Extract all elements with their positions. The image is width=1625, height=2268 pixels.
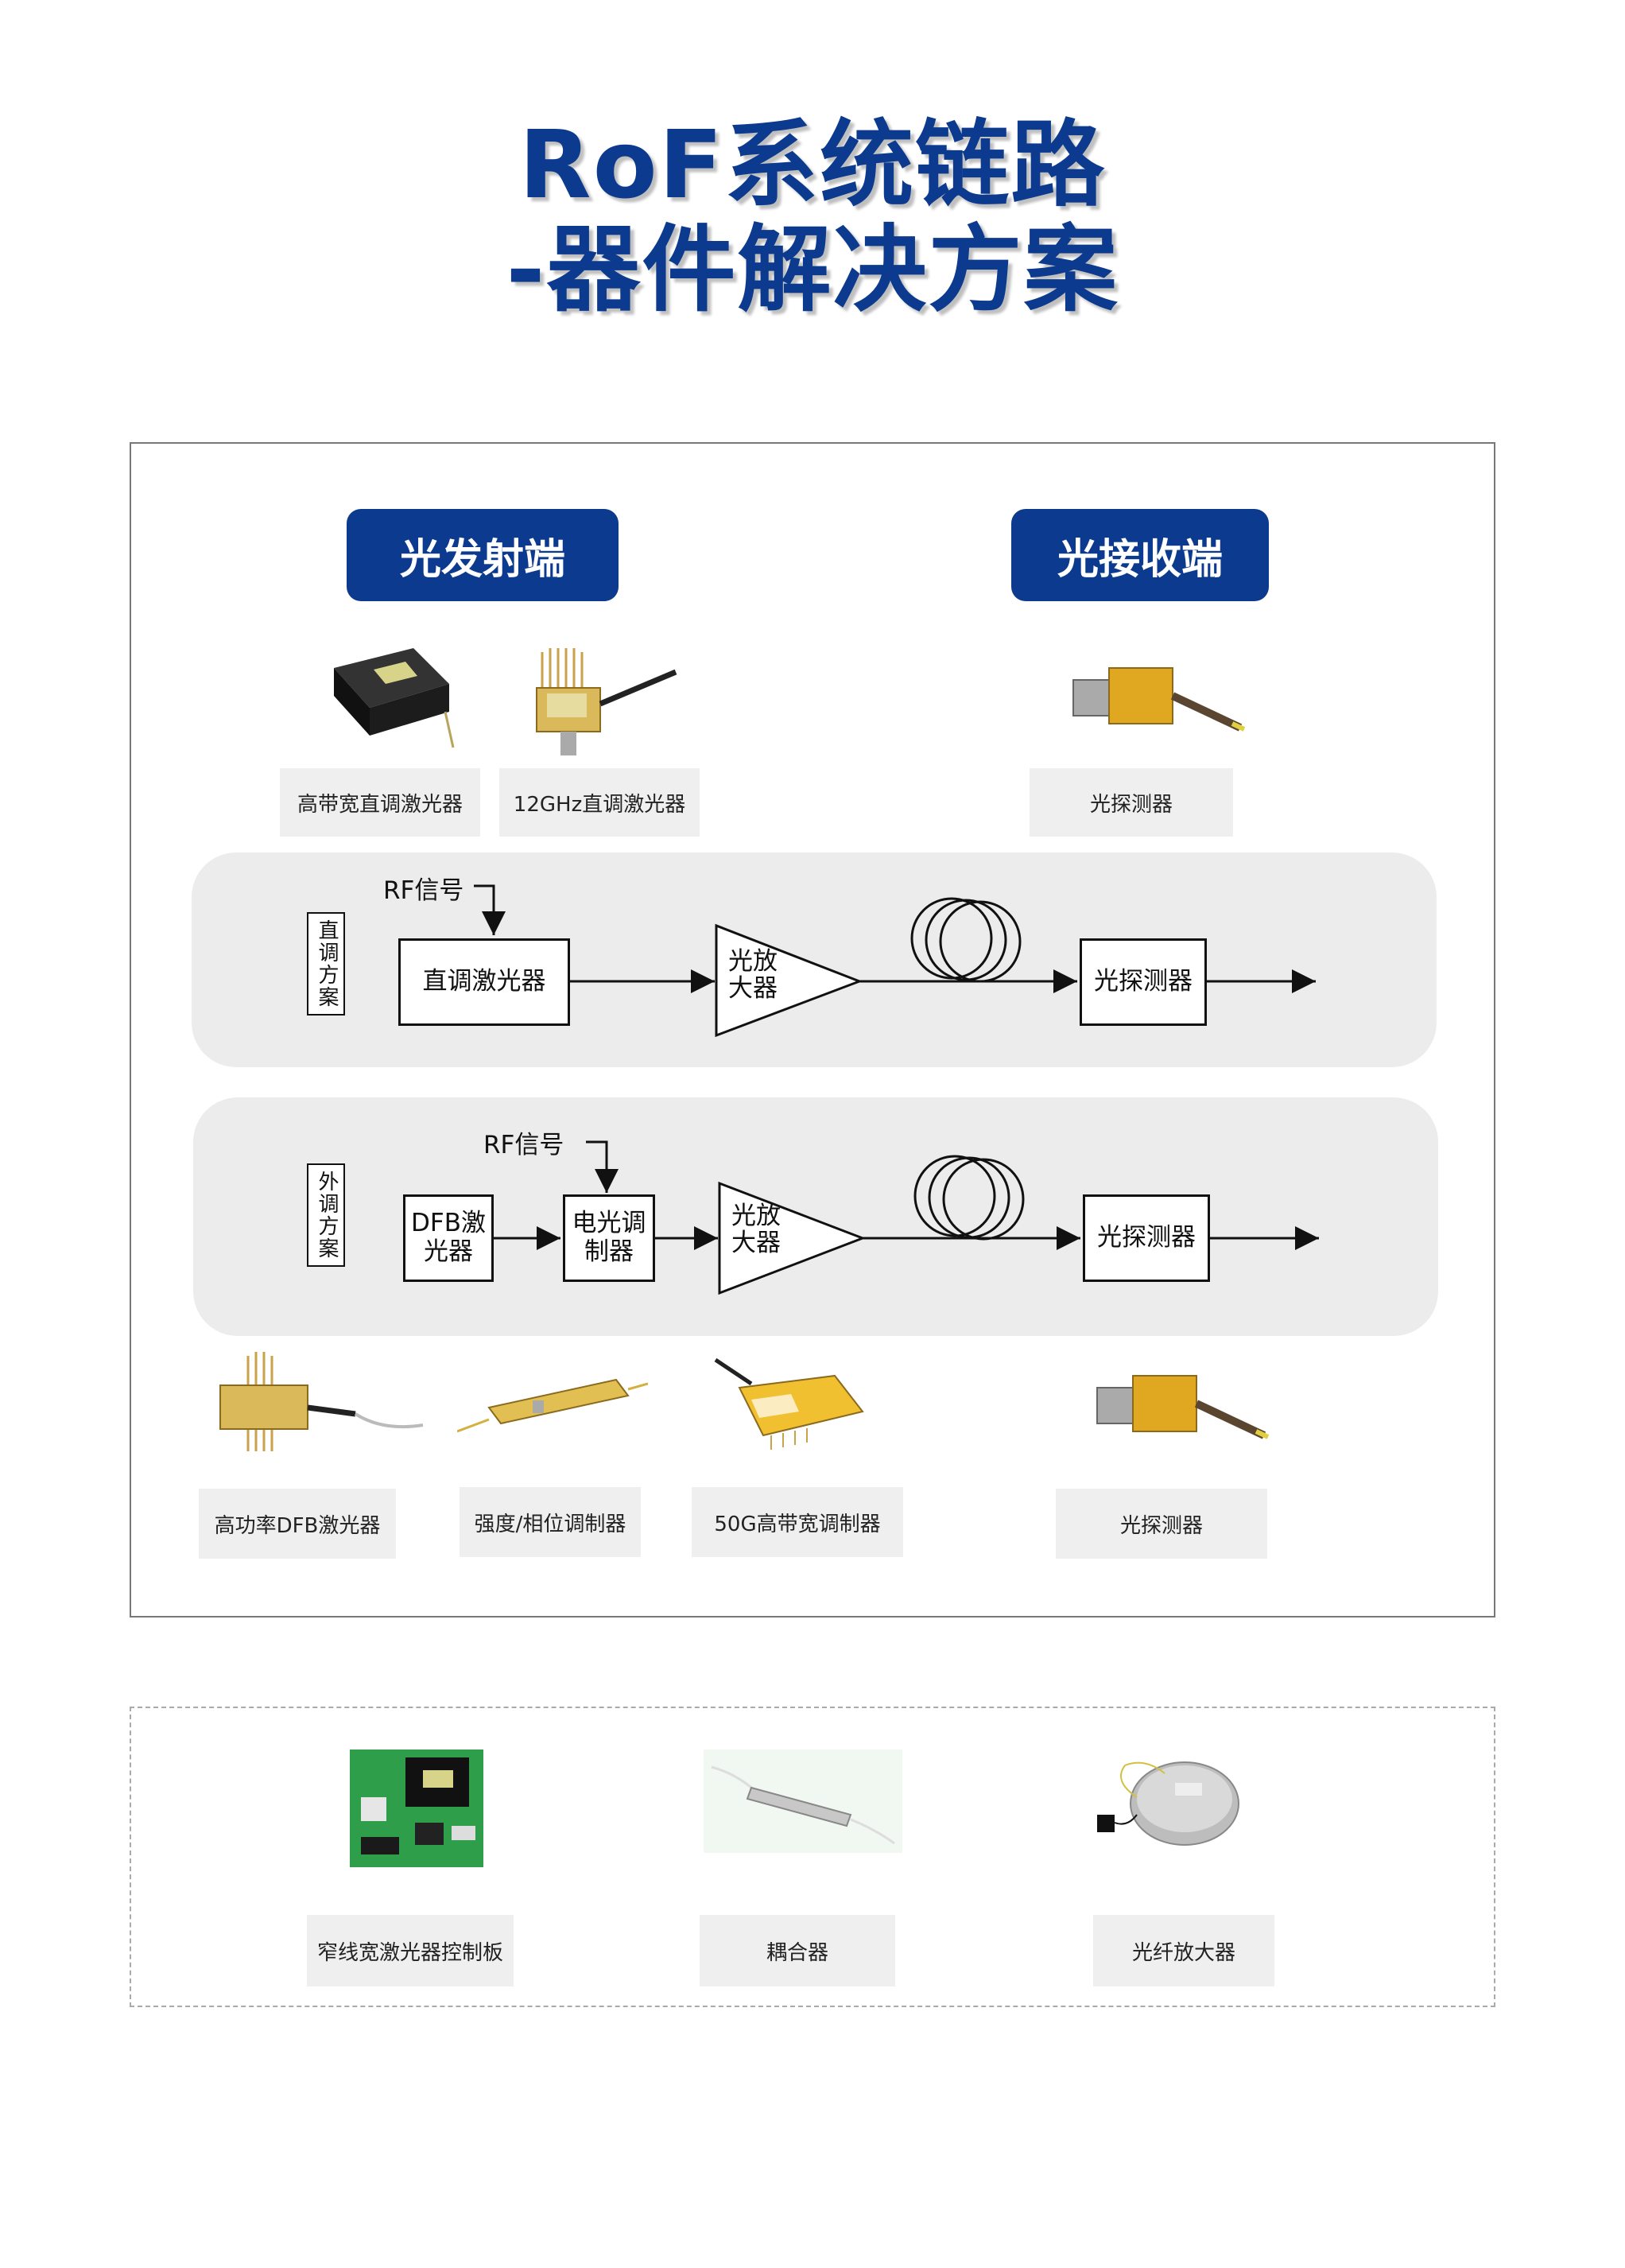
product-caption: 50G高带宽调制器 bbox=[692, 1487, 903, 1557]
rf-signal-label: RF信号 bbox=[383, 876, 464, 905]
12ghz-laser-image bbox=[536, 648, 677, 755]
amplifier-label: 光放 大器 bbox=[728, 947, 778, 1004]
amplifier-triangle bbox=[718, 1181, 867, 1295]
product-caption: 高功率DFB激光器 bbox=[199, 1489, 396, 1559]
rf-signal-label: RF信号 bbox=[483, 1131, 564, 1159]
fiber-coil-icon bbox=[910, 897, 1022, 983]
high-bandwidth-laser-image bbox=[334, 648, 455, 748]
external-scheme-label: 外调方案 bbox=[307, 1163, 345, 1267]
fiber-coil-icon bbox=[913, 1155, 1025, 1241]
photodetector-image-top bbox=[1072, 667, 1246, 732]
receive-section-header: 光接收端 bbox=[1011, 509, 1269, 601]
photodetector-image-bottom bbox=[1096, 1375, 1270, 1439]
main-frame bbox=[130, 442, 1495, 1618]
direct-scheme-label: 直调方案 bbox=[307, 912, 345, 1016]
title-line-2: -器件解决方案 bbox=[506, 215, 1119, 324]
direct-laser-box: 直调激光器 bbox=[398, 938, 570, 1026]
laser-control-board-image bbox=[350, 1750, 483, 1867]
dfb-laser-box: DFB激 光器 bbox=[403, 1194, 494, 1282]
transmit-section-header: 光发射端 bbox=[347, 509, 619, 601]
product-caption: 光探测器 bbox=[1030, 768, 1233, 837]
photodetector-box: 光探测器 bbox=[1083, 1194, 1210, 1282]
accessory-caption: 窄线宽激光器控制板 bbox=[307, 1915, 514, 1986]
product-caption: 高带宽直调激光器 bbox=[280, 768, 480, 837]
title-line-1: RoF系统链路 bbox=[518, 110, 1107, 219]
high-power-dfb-image bbox=[219, 1352, 424, 1451]
external-scheme-connections bbox=[494, 1140, 1319, 1295]
amplifier-label: 光放 大器 bbox=[731, 1202, 781, 1258]
accessories-frame bbox=[130, 1707, 1495, 2007]
product-caption: 光探测器 bbox=[1056, 1489, 1267, 1559]
coupler-image bbox=[704, 1750, 902, 1853]
accessory-caption: 光纤放大器 bbox=[1093, 1915, 1274, 1986]
accessory-caption: 耦合器 bbox=[700, 1915, 895, 1986]
external-scheme-band bbox=[193, 1097, 1438, 1336]
direct-scheme-connections bbox=[474, 884, 1316, 1038]
product-caption: 强度/相位调制器 bbox=[460, 1487, 641, 1557]
photodetector-box: 光探测器 bbox=[1080, 938, 1207, 1026]
product-caption: 12GHz直调激光器 bbox=[499, 768, 700, 837]
amplifier-triangle bbox=[715, 923, 863, 1038]
intensity-phase-modulator-image bbox=[457, 1378, 648, 1433]
fiber-amplifier-image bbox=[1097, 1761, 1239, 1846]
modulator-box: 电光调 制器 bbox=[563, 1194, 655, 1282]
50g-modulator-image bbox=[714, 1357, 864, 1450]
